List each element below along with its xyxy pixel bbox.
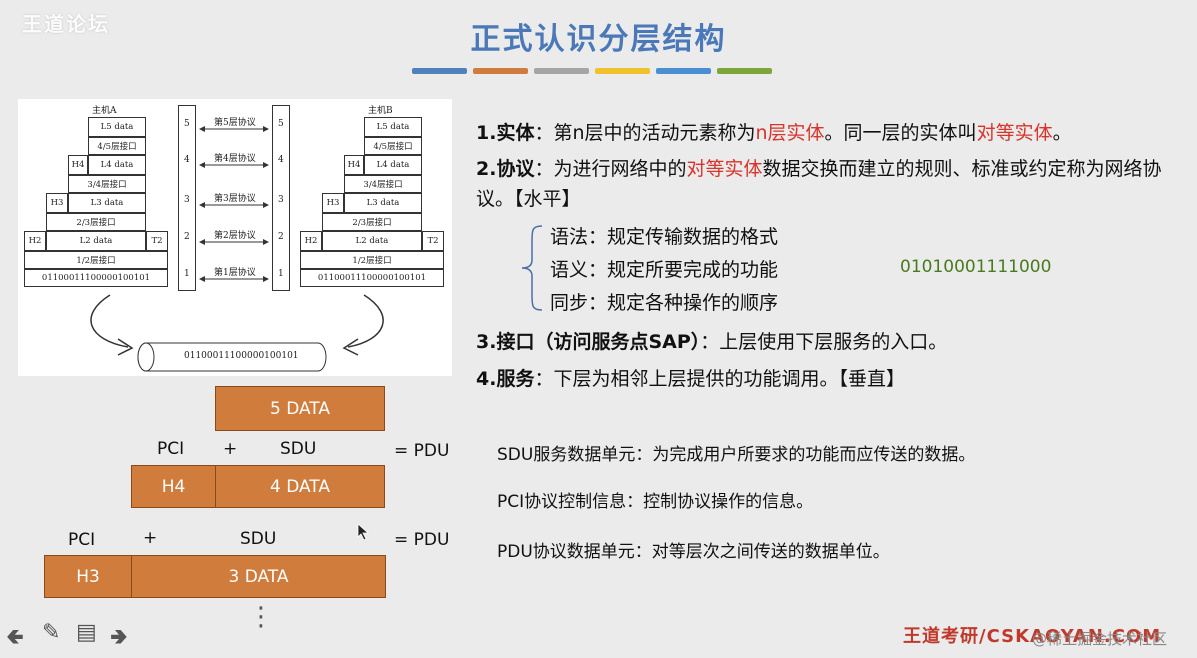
slide-title: 正式认识分层结构 [470,22,727,57]
host-a-h2: H2 [24,231,46,251]
host-b-label: 主机B [368,106,393,116]
arrow-right-icon[interactable]: 🢂 [110,625,128,650]
arrow-left-icon[interactable]: 🢀 [6,625,24,650]
host-a-l3: L3 data [68,193,146,213]
layer-protocol: 第3层协议 [214,194,256,204]
host-b-bits: 01100011100000100101 [300,269,444,287]
protocol-syntax: 语法：规定传输数据的格式 [550,226,779,248]
pipe-bits: 01100011100000100101 [184,351,299,361]
point-service: 4.服务：下层为相邻上层提供的功能调用。【垂直】 [476,368,905,390]
host-a-if23: 2/3层接口 [46,213,146,231]
layer-column-right [272,105,290,291]
host-b-l2: L2 data [322,231,422,251]
host-a-h3: H3 [46,193,68,213]
pci-definition: PCI协议控制信息：控制协议操作的信息。 [497,492,814,512]
host-a-if12: 1/2层接口 [24,251,168,269]
host-a-l5: L5 data [88,117,146,137]
color-bar [473,68,528,74]
host-a-l2: L2 data [46,231,146,251]
more-icon[interactable]: ⋮ [248,602,274,632]
data3-block: 3 DATA [131,555,386,598]
host-b-h3: H3 [322,193,344,213]
layer-num-left: 1 [184,269,190,279]
layer-num-right: 2 [278,232,284,242]
host-b-h4: H4 [344,155,364,175]
host-a-l4: L4 data [88,155,146,175]
layer-num-right: 1 [278,269,284,279]
host-b-if12: 1/2层接口 [300,251,444,269]
color-bar [656,68,711,74]
point-label: 1.实体 [476,122,535,144]
host-a-label: 主机A [92,106,117,116]
protocol-sync: 同步：规定各种操作的顺序 [550,292,779,314]
data5-block: 5 DATA [215,386,385,431]
layer-protocol: 第4层协议 [214,154,256,164]
footer-logo: 王道考研/CSKAOYAN.COM [903,626,1162,647]
sdu-definition: SDU服务数据单元：为完成用户所要求的功能而应传送的数据。 [497,445,976,465]
host-b-l3: L3 data [344,193,422,213]
pdu-equals: = PDU [394,441,450,461]
host-b-if45: 4/5层接口 [364,137,422,155]
host-b-h2: H2 [300,231,322,251]
forum-logo: 王道论坛 [22,12,110,36]
color-bar [412,68,467,74]
layer-protocol: 第1层协议 [214,268,256,278]
layer-num-left: 3 [184,195,190,205]
menu-icon[interactable]: ▤ [76,620,97,645]
protocol-semantics: 语义：规定所要完成的功能 [550,259,779,281]
layer-num-right: 5 [278,119,284,129]
layer-num-left: 4 [184,155,190,165]
host-b-if23: 2/3层接口 [322,213,422,231]
point-protocol: 2.协议：为进行网络中的对等实体数据交换而建立的规则、标准或约定称为网络协议。【… [476,158,1162,210]
point-label: 2.协议 [476,158,535,180]
pen-icon[interactable]: ✎ [42,620,61,645]
pdu-equals: = PDU [394,530,450,550]
layer-column-left [178,105,196,291]
host-a-if34: 3/4层接口 [68,175,146,193]
host-b-if34: 3/4层接口 [344,175,422,193]
host-b-l4: L4 data [364,155,422,175]
title-color-bars [412,68,772,74]
layer-num-left: 5 [184,119,190,129]
layer-num-right: 4 [278,155,284,165]
layer-protocol: 第5层协议 [214,118,256,128]
sdu-label: SDU [240,529,277,549]
h4-header-block: H4 [131,465,216,508]
host-b-l5: L5 data [364,117,422,137]
host-a-bits: 01100011100000100101 [24,269,168,287]
layer-num-left: 2 [184,232,190,242]
data4-block: 4 DATA [215,465,385,508]
cursor-icon [357,523,370,541]
brace-icon [521,225,543,311]
plus-sign: + [223,439,238,459]
color-bar [717,68,772,74]
host-a-h4: H4 [68,155,88,175]
layer-num-right: 3 [278,195,284,205]
watermark: @稀土掘金技术社区 [1032,630,1168,648]
point-interface: 3.接口（访问服务点SAP）：上层使用下层服务的入口。 [476,331,948,353]
host-a-if45: 4/5层接口 [88,137,146,155]
pci-label: PCI [157,439,185,459]
pdu-definition: PDU协议数据单元：对等层次之间传送的数据单位。 [497,542,890,562]
transmission-pipe [90,294,384,372]
plus-sign: + [143,528,158,548]
point-entity: 1.实体：第n层中的活动元素称为n层实体。同一层的实体叫对等实体。 [476,122,1072,144]
h3-header-block: H3 [44,555,132,598]
pci-label: PCI [68,530,96,550]
color-bar [595,68,650,74]
concept-list: 1.实体：第n层中的活动元素称为n层实体。同一层的实体叫对等实体。 2.协议：为… [476,118,1176,214]
host-a-t2: T2 [146,231,168,251]
layer-diagram: 主机A L5 data 4/5层接口 H4 L4 data 3/4层接口 H3 … [18,99,452,376]
sdu-label: SDU [280,439,317,459]
color-bar [534,68,589,74]
protocol-arrows [199,126,269,282]
layer-protocol: 第2层协议 [214,231,256,241]
binary-example: 01010001111000 [900,257,1052,277]
host-b-t2: T2 [422,231,444,251]
